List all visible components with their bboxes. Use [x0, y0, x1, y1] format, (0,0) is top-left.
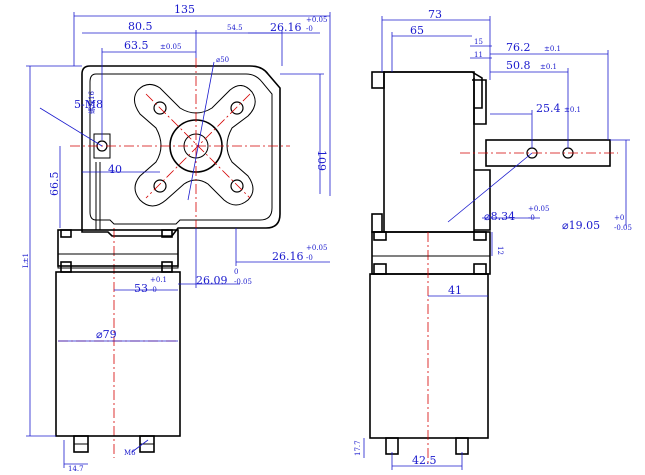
flange-bolt-top-right — [161, 229, 173, 238]
gearbox-plate-inner — [89, 73, 273, 225]
side-right-bracket — [472, 78, 487, 125]
dim-665-label: 66.5 — [48, 172, 61, 197]
dim-2616-top-tol-upper: +0.05 — [306, 16, 327, 24]
dim-635-label: 63.5 — [124, 39, 149, 52]
bore-dia-label: ⌀50 — [216, 56, 229, 64]
dim-L-label: L±1 — [22, 253, 30, 268]
dim-254-label: 25.4 — [536, 102, 561, 115]
dim-1905-tol-lower: -0.05 — [614, 224, 632, 232]
dim-762-tol: ±0.1 — [544, 45, 561, 53]
gearbox-plate-outline — [81, 65, 281, 237]
side-gearbox-top-cap — [384, 71, 483, 109]
dim-53-tol-upper: +0.1 — [150, 276, 167, 284]
motor-flange — [57, 229, 179, 267]
side-top-bolt — [371, 71, 385, 89]
motor-body — [55, 271, 181, 437]
dim-65-label: 65 — [410, 24, 424, 37]
dim-12-label: 12 — [496, 246, 504, 255]
mounting-hole-bottom-left — [153, 179, 167, 193]
flange-x-shape — [134, 84, 256, 207]
dim-41-label: 41 — [448, 284, 462, 297]
dim-11-label: 11 — [474, 51, 483, 59]
side-motor-body — [369, 273, 489, 439]
dim-135-label: 135 — [174, 3, 195, 16]
dim-635-tol: ±0.05 — [160, 43, 181, 51]
mounting-hole-bottom-right — [230, 179, 244, 193]
dim-73-label: 73 — [428, 8, 442, 21]
dim-1905-tol-upper: +0 — [614, 214, 624, 222]
m6-label: M6 — [124, 449, 136, 457]
dim-425-label: 42.5 — [412, 454, 437, 467]
side-flange-bolt-left-top — [373, 231, 387, 241]
dim-15-label: 15 — [474, 38, 483, 46]
dim-2616-bottom-tol-lower: -0 — [306, 254, 313, 262]
bore-leader — [187, 61, 215, 201]
dim-147-label: 14.7 — [68, 465, 84, 473]
dim-2616-top-label: 26.16 — [270, 21, 302, 34]
side-mid-bolt — [371, 213, 383, 233]
flange-bolt-top-left — [60, 229, 72, 238]
dim-254-tol: ±0.1 — [564, 106, 581, 114]
dim-834-tol-upper: +0.05 — [528, 205, 549, 213]
m8-slot — [93, 133, 111, 159]
screw-leader — [39, 107, 103, 147]
side-flange-bolt-right-top — [473, 231, 487, 241]
mounting-hole-top-right — [230, 101, 244, 115]
dim-53-tol-lower: -0 — [150, 286, 157, 294]
dim-109-label: 109 — [315, 150, 328, 171]
side-terminal-right — [455, 437, 469, 455]
dim-40-label: 40 — [108, 163, 122, 176]
dim-2609-tol-upper: 0 — [234, 268, 238, 276]
side-terminal-left — [385, 437, 399, 455]
dim-834-tol-lower: -0 — [528, 214, 535, 222]
side-flange-bolt-left-bottom — [373, 263, 387, 275]
dim-2616-bottom-label: 26.16 — [272, 250, 304, 263]
side-motor-flange — [371, 231, 491, 275]
dim-508-label: 50.8 — [506, 59, 531, 72]
side-right-bracket-lower — [474, 169, 491, 231]
flange-bolt-bottom-left — [60, 261, 72, 273]
motor-flange-band — [57, 253, 179, 269]
dim-79-label: ⌀79 — [96, 328, 117, 341]
m6-leader — [131, 439, 149, 453]
flange-bolt-bottom-right — [161, 261, 173, 273]
dim-508-tol: ±0.1 — [540, 63, 557, 71]
side-flange-bolt-right-bottom — [473, 263, 487, 275]
dim-805-label: 80.5 — [128, 20, 153, 33]
side-gearbox-housing — [383, 71, 475, 233]
screw-label: 5-M8 — [74, 98, 103, 111]
dim-545-label: 54.5 — [227, 24, 243, 32]
dim-177-label: 17.7 — [354, 440, 362, 456]
dim-762-label: 76.2 — [506, 41, 531, 54]
dim-1905-label: ⌀19.05 — [562, 219, 600, 232]
dim-2609-tol-lower: -0.05 — [234, 278, 252, 286]
dim-834-label: ⌀8.34 — [484, 210, 515, 223]
dim-53-label: 53 — [134, 282, 148, 295]
front-view: 135 80.5 54.5 26.16 +0.05 -0 63.5 ±0.05 … — [22, 3, 331, 473]
screw-depth-label: 螺深16 — [87, 91, 96, 114]
side-view: 73 65 15 11 76.2 ±0.1 50.8 ±0.1 25.4 ±0.… — [354, 8, 632, 470]
dim-2616-top-tol-lower: -0 — [306, 25, 313, 33]
dim-2609-label: 26.09 — [196, 274, 228, 287]
dim-2616-bottom-tol-upper: +0.05 — [306, 244, 327, 252]
dim-834-leader — [447, 152, 533, 223]
